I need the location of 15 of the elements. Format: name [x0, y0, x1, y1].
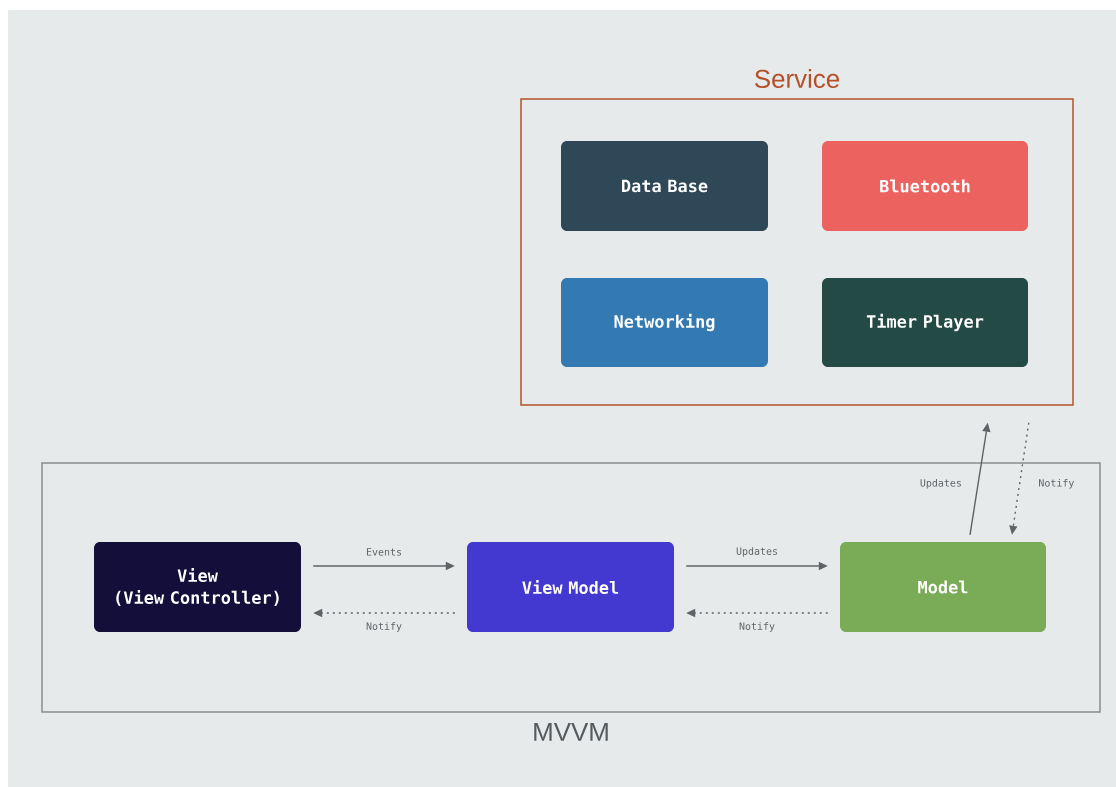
edge-label: Notify: [739, 622, 775, 632]
process-box: Data Base: [561, 141, 768, 231]
edge-label: Updates: [736, 547, 777, 557]
edge-label: Events: [366, 548, 401, 556]
process-box: Bluetooth: [822, 141, 1028, 231]
process-box: Model: [840, 542, 1046, 632]
process-box: Networking: [561, 278, 768, 367]
edge-label: Notify: [366, 622, 402, 632]
process-box: Timer Player: [822, 278, 1028, 367]
edge-label: Updates: [920, 478, 961, 489]
edge-label: Notify: [1039, 478, 1074, 489]
node-label: Service: [754, 69, 840, 89]
process-box: View Model: [467, 542, 674, 632]
process-box: View (View Controller): [94, 542, 301, 632]
node-label: MVVM: [534, 722, 608, 741]
